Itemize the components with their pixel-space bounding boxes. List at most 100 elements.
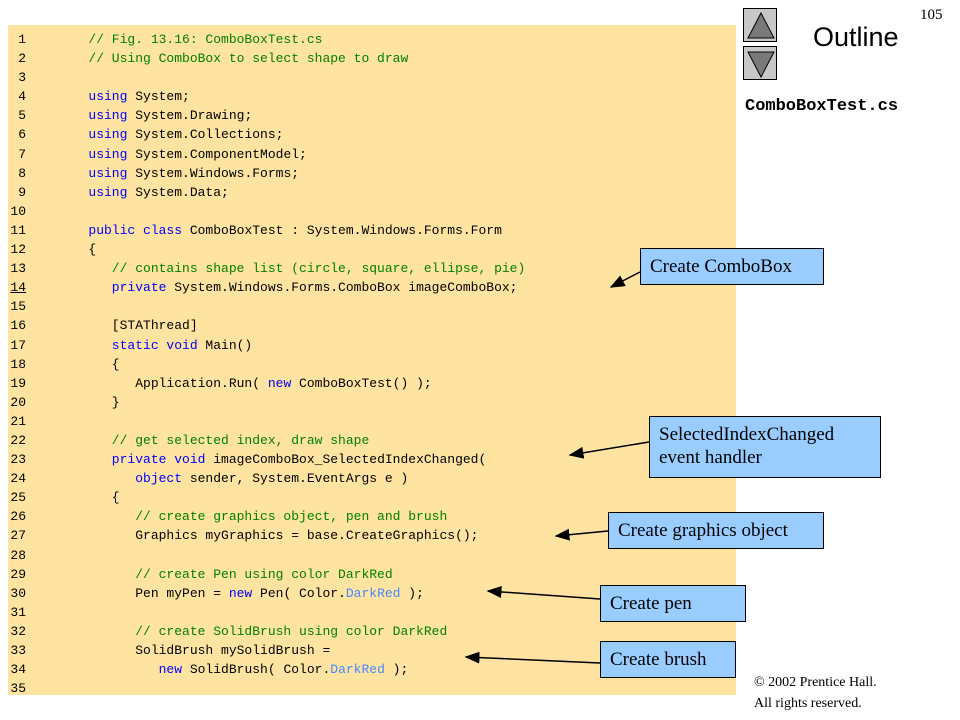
line-number: 7 [18, 146, 26, 162]
line-number: 35 [10, 681, 26, 697]
code-token: using [65, 89, 128, 105]
code-token: public class [65, 222, 183, 238]
code-line: 13 // contains shape list (circle, squar… [8, 259, 525, 278]
line-number: 29 [10, 566, 26, 582]
code-line: 22 // get selected index, draw shape [8, 431, 525, 450]
code-token: { [65, 242, 97, 258]
callout-text-line-1: SelectedIndexChanged [659, 424, 835, 445]
code-line: 4 using System; [8, 87, 525, 106]
code-token: System.Collections; [127, 127, 284, 143]
code-token: DarkRed [330, 662, 385, 678]
triangle-up-icon [747, 11, 775, 39]
code-token: // create Pen using color DarkRed [65, 566, 393, 582]
code-line: 35 [8, 679, 525, 698]
code-token: [STAThread] [65, 318, 198, 334]
previous-slide-button[interactable] [743, 8, 777, 42]
code-token: new [267, 375, 292, 391]
code-token: ComboBoxTest : System.Windows.Forms.Form [182, 222, 502, 238]
code-line: 5 using System.Drawing; [8, 106, 525, 125]
callout-create-graphics-object: Create graphics object [608, 512, 824, 549]
code-line: 9 using System.Data; [8, 183, 525, 202]
triangle-down-icon [747, 51, 775, 79]
code-line: 8 using System.Windows.Forms; [8, 164, 525, 183]
callout-create-brush: Create brush [600, 641, 736, 678]
code-token: Main() [197, 337, 253, 353]
line-number: 15 [10, 299, 26, 315]
code-line: 34 new SolidBrush( Color.DarkRed ); [8, 660, 525, 679]
page-number: 105 [920, 7, 943, 23]
code-line: 24 object sender, System.EventArgs e ) [8, 469, 525, 488]
code-token: private [65, 280, 167, 296]
code-line: 12 { [8, 240, 525, 259]
line-number: 17 [10, 337, 26, 353]
arrow-create-pen [486, 585, 601, 600]
code-line: 1 // Fig. 13.16: ComboBoxTest.cs [8, 30, 525, 49]
code-token: imageComboBox_SelectedIndexChanged( [205, 452, 487, 468]
arrow-create-graphics-object [554, 528, 609, 541]
line-number: 3 [18, 70, 26, 86]
code-token: // create graphics object, pen and brush [65, 509, 448, 525]
code-token: DarkRed [345, 585, 401, 601]
line-number: 5 [18, 108, 26, 124]
code-line: 2 // Using ComboBox to select shape to d… [8, 49, 525, 68]
code-line: 14 private System.Windows.Forms.ComboBox… [8, 278, 525, 297]
line-number: 14 [10, 280, 26, 296]
line-number: 24 [10, 471, 26, 487]
code-line: 25 { [8, 488, 525, 507]
code-line: 18 { [8, 355, 525, 374]
code-token: ComboBoxTest() ); [291, 375, 432, 391]
code-token: object [65, 471, 183, 487]
code-token: Pen( Color. [252, 585, 346, 601]
code-token: sender, System.EventArgs e ) [182, 471, 409, 487]
code-token: System.Drawing; [127, 108, 253, 124]
code-line: 16 [STAThread] [8, 316, 525, 335]
copyright-line-2: All rights reserved. [754, 696, 862, 711]
arrow-create-brush [464, 651, 601, 664]
next-slide-button[interactable] [743, 46, 777, 80]
outline-title[interactable]: Outline [813, 22, 899, 52]
code-token: Application.Run( [65, 375, 268, 391]
code-token: Graphics myGraphics = base.CreateGraphic… [65, 528, 479, 544]
callout-text: Create graphics object [618, 520, 788, 541]
line-number: 23 [10, 452, 26, 468]
line-number: 16 [10, 318, 26, 334]
callout-create-combobox: Create ComboBox [640, 248, 824, 285]
code-line: 15 [8, 297, 525, 316]
line-number: 30 [10, 585, 26, 601]
copyright-notice: © 2002 Prentice Hall. All rights reserve… [754, 672, 877, 714]
code-token: ); [400, 585, 424, 601]
code-token: // get selected index, draw shape [65, 432, 370, 448]
code-token: System; [127, 89, 190, 105]
code-line: 19 Application.Run( new ComboBoxTest() )… [8, 374, 525, 393]
code-token: { [65, 356, 120, 372]
code-line: 20 } [8, 393, 525, 412]
line-number: 13 [10, 261, 26, 277]
code-line: 31 [8, 603, 525, 622]
code-token: Pen myPen = [65, 585, 229, 601]
code-line: 28 [8, 546, 525, 565]
code-token: } [65, 394, 120, 410]
line-number: 31 [10, 604, 26, 620]
code-line: 21 [8, 412, 525, 431]
code-token: { [65, 490, 120, 506]
line-number: 18 [10, 356, 26, 372]
code-token: // Using ComboBox to select shape to dra… [65, 51, 409, 67]
callout-selectedindexchanged: SelectedIndexChanged event handler [649, 416, 881, 478]
line-number: 26 [10, 509, 26, 525]
callout-text: Create ComboBox [650, 256, 792, 277]
code-token: static void [65, 337, 198, 353]
line-number: 2 [18, 51, 26, 67]
line-number: 28 [10, 547, 26, 563]
code-line: 7 using System.ComponentModel; [8, 145, 525, 164]
code-line: 33 SolidBrush mySolidBrush = [8, 641, 525, 660]
line-number: 27 [10, 528, 26, 544]
callout-text: Create brush [610, 649, 707, 670]
line-number: 11 [10, 222, 26, 238]
line-number: 22 [10, 432, 26, 448]
arrow-create-combobox [609, 271, 641, 288]
code-line: 23 private void imageComboBox_SelectedIn… [8, 450, 525, 469]
code-token: System.ComponentModel; [127, 146, 307, 162]
